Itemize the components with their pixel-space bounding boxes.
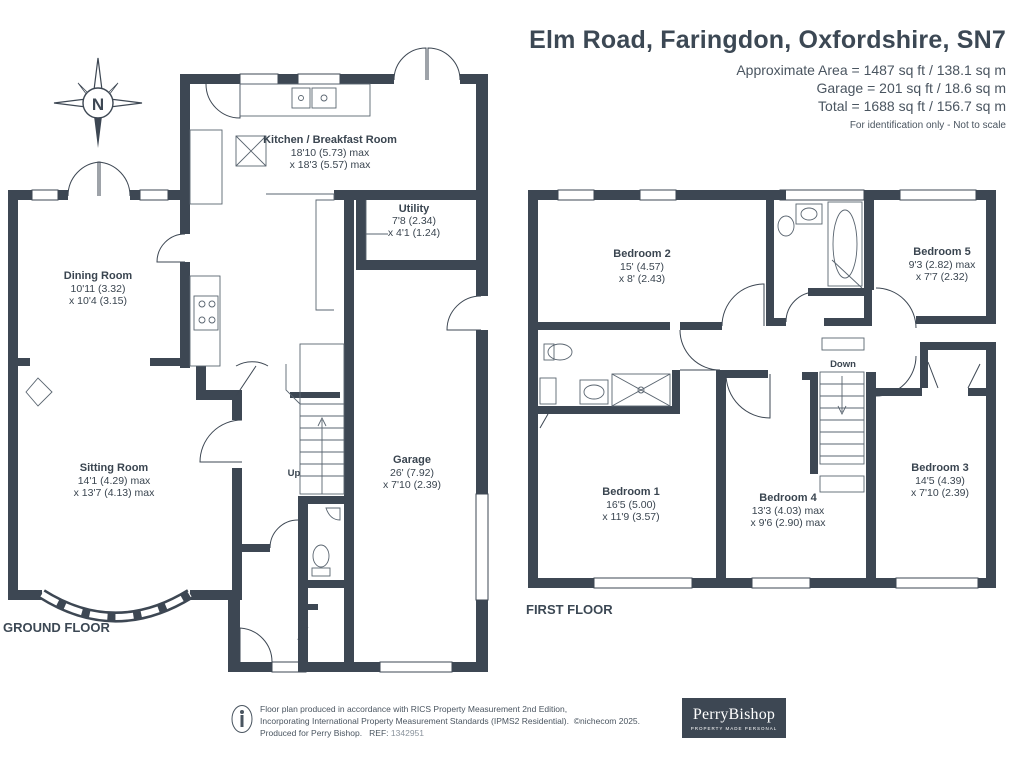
compass-icon: N bbox=[53, 57, 143, 148]
garage-dim1: 26' (7.92) bbox=[390, 467, 434, 479]
brand-tagline: PROPERTY MADE PERSONAL bbox=[690, 725, 778, 731]
stairs-up-label: Up bbox=[288, 468, 301, 479]
footer-line2: Incorporating International Property Mea… bbox=[260, 716, 569, 726]
sitting-name: Sitting Room bbox=[80, 462, 149, 474]
stairs-down-label: Down bbox=[830, 359, 856, 370]
sitting-dim2: x 13'7 (4.13) max bbox=[74, 487, 156, 499]
bedroom4-dim1: 13'3 (4.03) max bbox=[752, 505, 825, 517]
first-room-labels: Bedroom 2 15' (4.57) x 8' (2.43) Bedroom… bbox=[602, 246, 976, 529]
kitchen-dim1: 18'10 (5.73) max bbox=[291, 147, 370, 159]
bay-window bbox=[39, 589, 193, 623]
kitchen-fixtures bbox=[25, 83, 388, 407]
footer-line1: Floor plan produced in accordance with R… bbox=[260, 704, 568, 714]
bedroom5-dim2: x 7'7 (2.32) bbox=[916, 271, 968, 283]
dining-dim2: x 10'4 (3.15) bbox=[69, 295, 127, 307]
total-area: Total = 1688 sq ft / 156.7 sq m bbox=[818, 98, 1006, 114]
bedroom3-dim2: x 7'10 (2.39) bbox=[911, 487, 969, 499]
ground-wc-fixtures bbox=[311, 507, 341, 577]
garage-name: Garage bbox=[393, 454, 431, 466]
first-floor-doors bbox=[539, 283, 981, 429]
first-floor-stairs bbox=[819, 371, 865, 465]
bedroom1-dim2: x 11'9 (3.57) bbox=[602, 511, 659, 523]
garage-area: Garage = 201 sq ft / 18.6 sq m bbox=[816, 80, 1007, 96]
kitchen-dim2: x 18'3 (5.57) max bbox=[290, 159, 372, 171]
footer-ref-value: 1342951 bbox=[390, 728, 424, 738]
utility-dim1: 7'8 (2.34) bbox=[392, 215, 436, 227]
sitting-dim1: 14'1 (4.29) max bbox=[78, 475, 151, 487]
dining-dim1: 10'11 (3.32) bbox=[71, 283, 126, 295]
bedroom3-dim1: 14'5 (4.39) bbox=[915, 475, 965, 487]
bedroom5-dim1: 9'3 (2.82) max bbox=[909, 259, 977, 271]
garage-dim2: x 7'10 (2.39) bbox=[383, 479, 441, 491]
first-floor-windows bbox=[557, 189, 979, 589]
dining-name: Dining Room bbox=[64, 270, 133, 282]
bedroom2-dim2: x 8' (2.43) bbox=[619, 273, 665, 285]
page-title: Elm Road, Faringdon, Oxfordshire, SN7 bbox=[529, 26, 1006, 54]
ground-floor-label: GROUND FLOOR bbox=[3, 620, 110, 635]
approx-area: Approximate Area = 1487 sq ft / 138.1 sq… bbox=[736, 62, 1006, 78]
brand-name: PerryBishop bbox=[692, 705, 776, 723]
utility-dim2: x 4'1 (1.24) bbox=[388, 227, 440, 239]
footer-disclaimer: Floor plan produced in accordance with R… bbox=[260, 703, 640, 739]
ground-floor-walls bbox=[8, 74, 488, 672]
footer-copyright: ©nichecom 2025. bbox=[573, 716, 641, 726]
bedroom2-dim1: 15' (4.57) bbox=[620, 261, 664, 273]
ground-room-labels: Kitchen / Breakfast Room 18'10 (5.73) ma… bbox=[64, 134, 441, 499]
info-person-icon bbox=[231, 705, 253, 733]
fireplace-icon bbox=[25, 377, 53, 407]
bedroom2-name: Bedroom 2 bbox=[613, 248, 670, 260]
first-floor-fixtures bbox=[539, 201, 865, 493]
brand-logo: PerryBishop PROPERTY MADE PERSONAL bbox=[682, 698, 786, 738]
first-floor-label: FIRST FLOOR bbox=[526, 602, 613, 617]
footer-line3: Produced for Perry Bishop. bbox=[260, 728, 363, 738]
kitchen-name: Kitchen / Breakfast Room bbox=[263, 134, 397, 146]
bedroom4-dim2: x 9'6 (2.90) max bbox=[751, 517, 827, 529]
bedroom4-name: Bedroom 4 bbox=[759, 492, 817, 504]
footer-ref-label: REF: bbox=[369, 728, 389, 738]
bedroom5-name: Bedroom 5 bbox=[913, 246, 970, 258]
bedroom3-name: Bedroom 3 bbox=[911, 462, 968, 474]
compass-label: N bbox=[92, 95, 104, 114]
first-floor-walls bbox=[528, 190, 996, 588]
bedroom1-name: Bedroom 1 bbox=[602, 486, 659, 498]
bedroom1-dim1: 16'5 (5.00) bbox=[606, 499, 656, 511]
ground-floor-doors bbox=[67, 47, 482, 663]
scale-note: For identification only - Not to scale bbox=[849, 120, 1006, 131]
ground-floor-stairs bbox=[285, 343, 345, 495]
utility-name: Utility bbox=[399, 203, 430, 215]
